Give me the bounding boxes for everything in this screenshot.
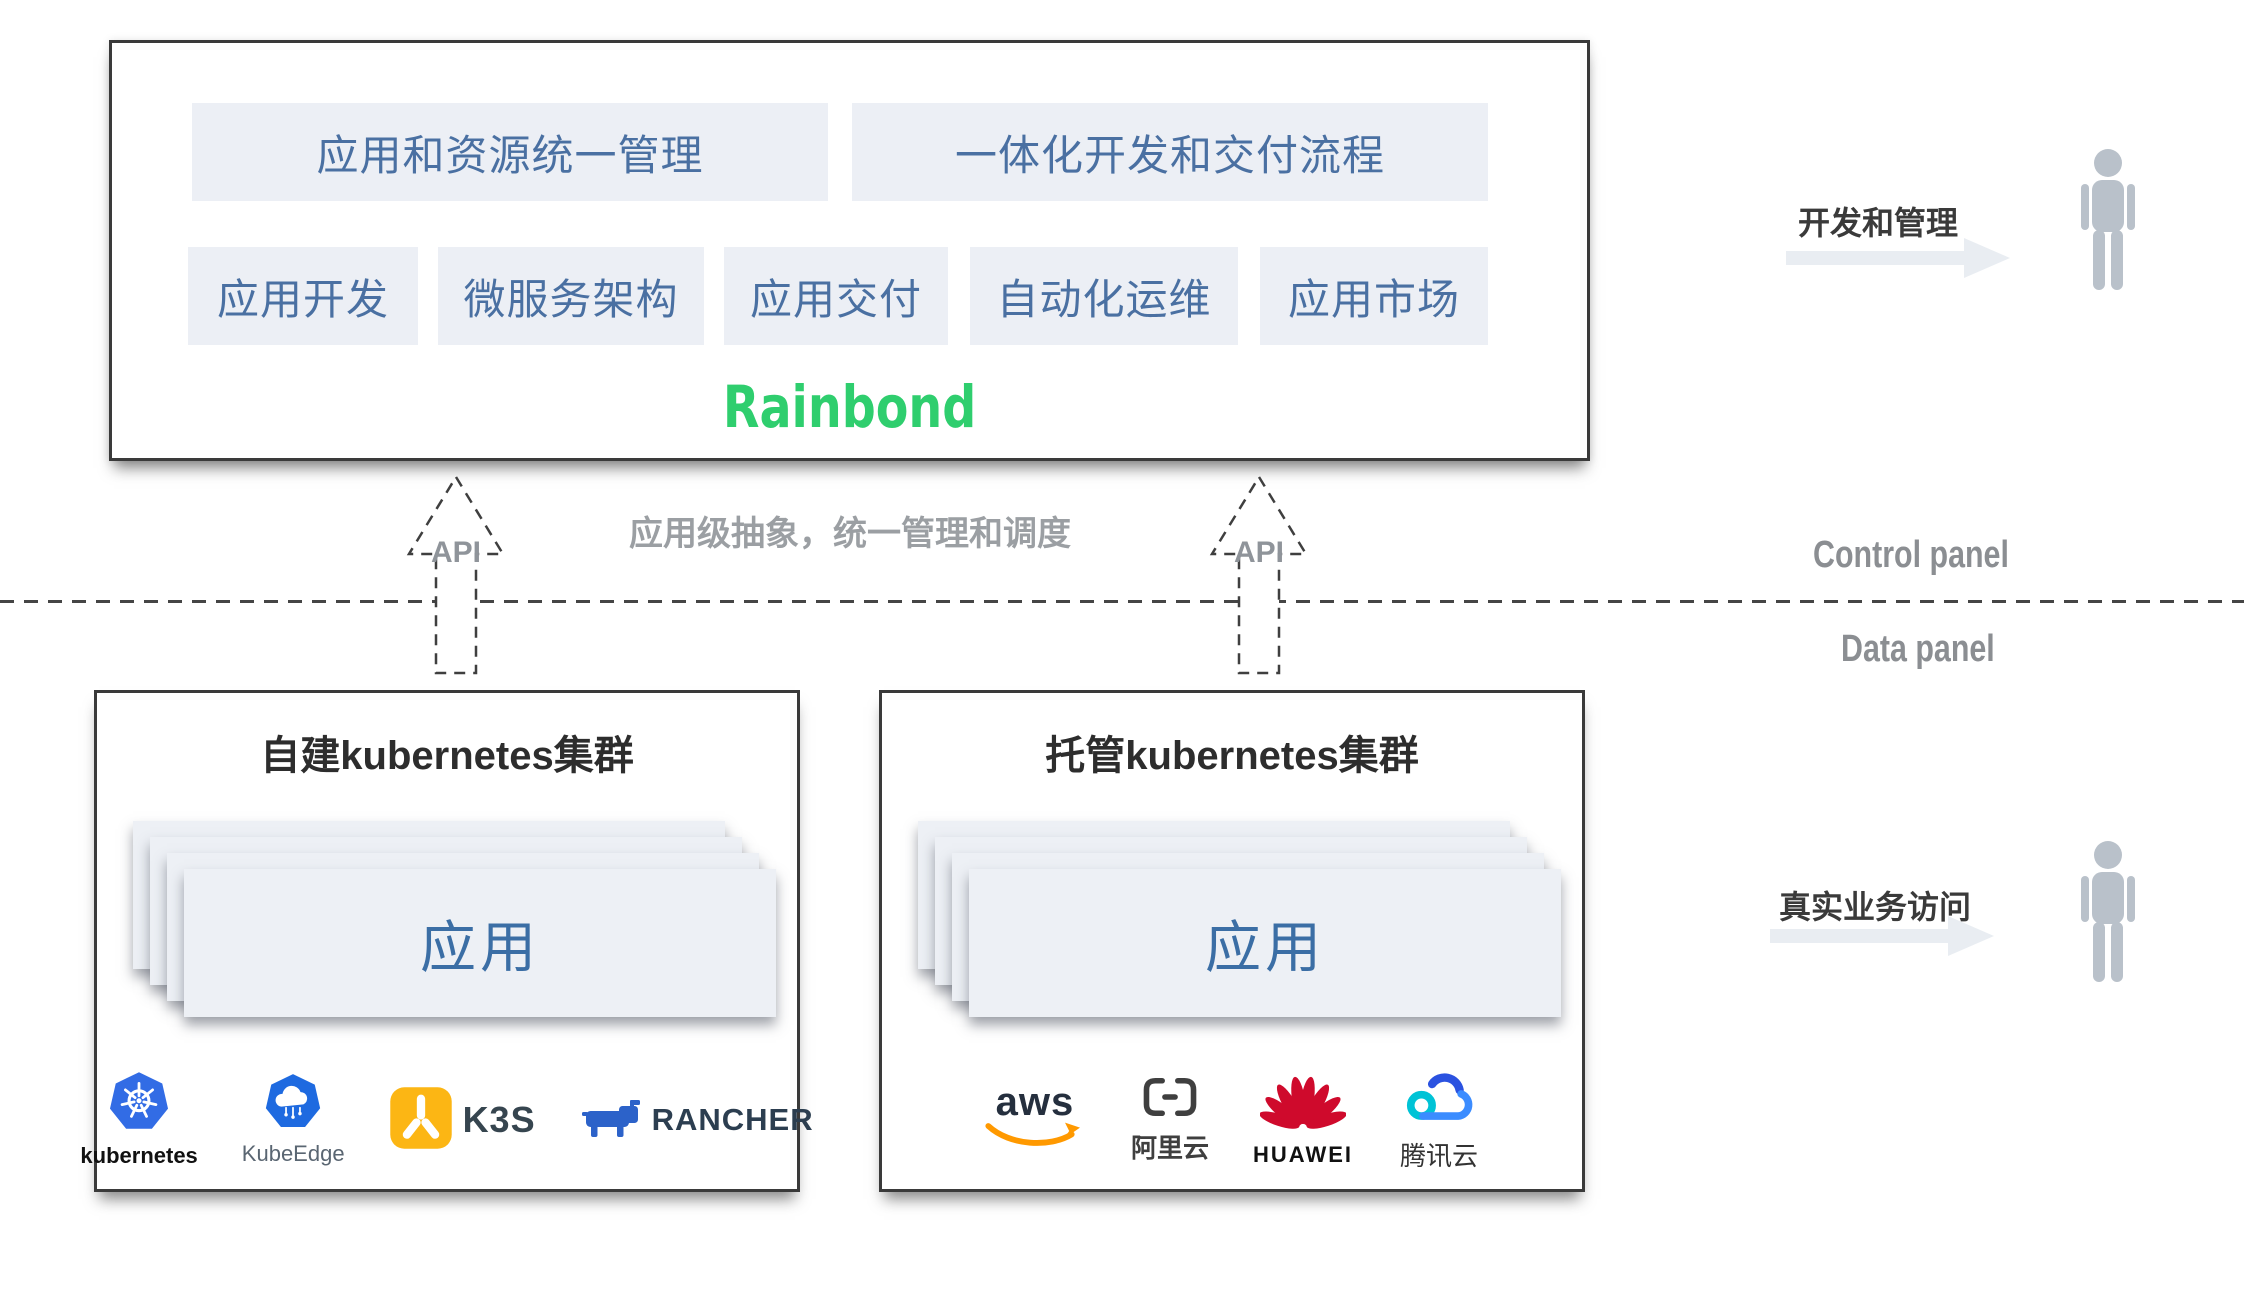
rancher-logo: RANCHER [580,1096,814,1145]
chip-label: 应用开发 [216,275,389,323]
tencent-cloud-icon [1397,1068,1481,1131]
chip-label: 应用市场 [1287,275,1460,323]
chip-label: 应用和资源统一管理 [316,131,704,179]
api-arrow-left: API [404,474,508,676]
huawei-logo: HUAWEI [1253,1072,1353,1168]
feature-chip-integrated-pipeline: 一体化开发和交付流程 [852,103,1488,201]
arrow-head-icon [1964,238,2010,278]
person-icon [2081,841,2135,982]
self-built-cluster-box: 自建kubernetes集群 应用 [80,690,813,1192]
develop-flow-arrow [1786,238,2012,278]
k3s-logo: K3S [389,1086,536,1155]
dashed-up-arrow-icon [406,474,506,675]
kubeedge-logo: KubeEdge [242,1073,345,1167]
rancher-label: RANCHER [651,1102,814,1137]
cluster-title: 托管kubernetes集群 [1045,734,1419,778]
huawei-flower-icon [1259,1072,1347,1137]
dashed-up-arrow-icon [1209,474,1309,675]
app-card-label: 应用 [1205,915,1325,979]
control-panel-label: Control panel [1813,534,2009,576]
feature-chip-automated-ops: 自动化运维 [970,247,1238,345]
app-card-stack: 应用 [918,821,1578,1161]
feature-chip-app-market: 应用市场 [1260,247,1488,345]
cluster-logos-row: kubernetes [80,1065,813,1175]
app-card-label: 应用 [420,915,540,979]
aws-label: aws [995,1080,1075,1124]
api-arrow-right: API [1207,474,1311,676]
kubeedge-icon [264,1073,322,1136]
managed-cluster-box: 托管kubernetes集群 应用 aws [879,690,1585,1192]
app-card-front: 应用 [969,869,1561,1017]
api-label: API [430,536,481,569]
alicloud-bracket-icon [1142,1076,1198,1123]
app-card-stack: 应用 [133,821,793,1161]
access-flow-arrow [1770,916,1996,956]
alicloud-label: 阿里云 [1130,1132,1209,1163]
k3s-icon [389,1086,453,1155]
rancher-bull-icon [580,1096,642,1145]
control-data-divider [0,600,2244,603]
arrow-shaft [1786,251,1966,265]
kubernetes-label: kubernetes [80,1143,198,1168]
cluster-title: 自建kubernetes集群 [260,734,634,778]
huawei-label: HUAWEI [1253,1142,1353,1167]
kubernetes-logo: kubernetes [80,1071,198,1169]
cluster-logos-row: aws [882,1065,1582,1175]
tencent-cloud-logo: 腾讯云 [1397,1068,1481,1173]
person-icon [2081,149,2135,290]
data-panel-label: Data panel [1841,628,1995,670]
chip-label: 一体化开发和交付流程 [954,131,1385,179]
develop-manage-label: 开发和管理 [1798,205,1959,241]
tencent-cloud-label: 腾讯云 [1399,1140,1478,1171]
abstraction-caption: 应用级抽象，统一管理和调度 [629,515,1071,553]
chip-label: 自动化运维 [996,275,1212,323]
aws-smile-icon [983,1121,1087,1156]
api-label: API [1233,536,1284,569]
user-icon-top [2076,148,2140,298]
chip-label: 微服务架构 [463,275,679,323]
feature-chip-app-delivery: 应用交付 [724,247,948,345]
k3s-label: K3S [462,1099,536,1140]
feature-chip-unified-management: 应用和资源统一管理 [192,103,828,201]
arrow-shaft [1770,929,1950,943]
app-card-front: 应用 [184,869,776,1017]
rainbond-brand-text: Rainbond [722,373,977,441]
feature-chip-app-development: 应用开发 [188,247,418,345]
alicloud-logo: 阿里云 [1131,1076,1209,1165]
kubeedge-label: KubeEdge [241,1141,345,1166]
chip-label: 应用交付 [749,275,922,323]
rainbond-brand: Rainbond [112,373,1587,441]
user-icon-bottom [2076,840,2140,990]
business-access-label: 真实业务访问 [1779,889,1972,925]
feature-chip-microservice: 微服务架构 [438,247,704,345]
aws-logo: aws [983,1080,1087,1156]
arrow-head-icon [1948,916,1994,956]
kubernetes-icon [108,1071,170,1138]
rainbond-platform-box: 应用和资源统一管理 一体化开发和交付流程 应用开发 微服务架构 应用交付 自动化… [109,40,1590,461]
